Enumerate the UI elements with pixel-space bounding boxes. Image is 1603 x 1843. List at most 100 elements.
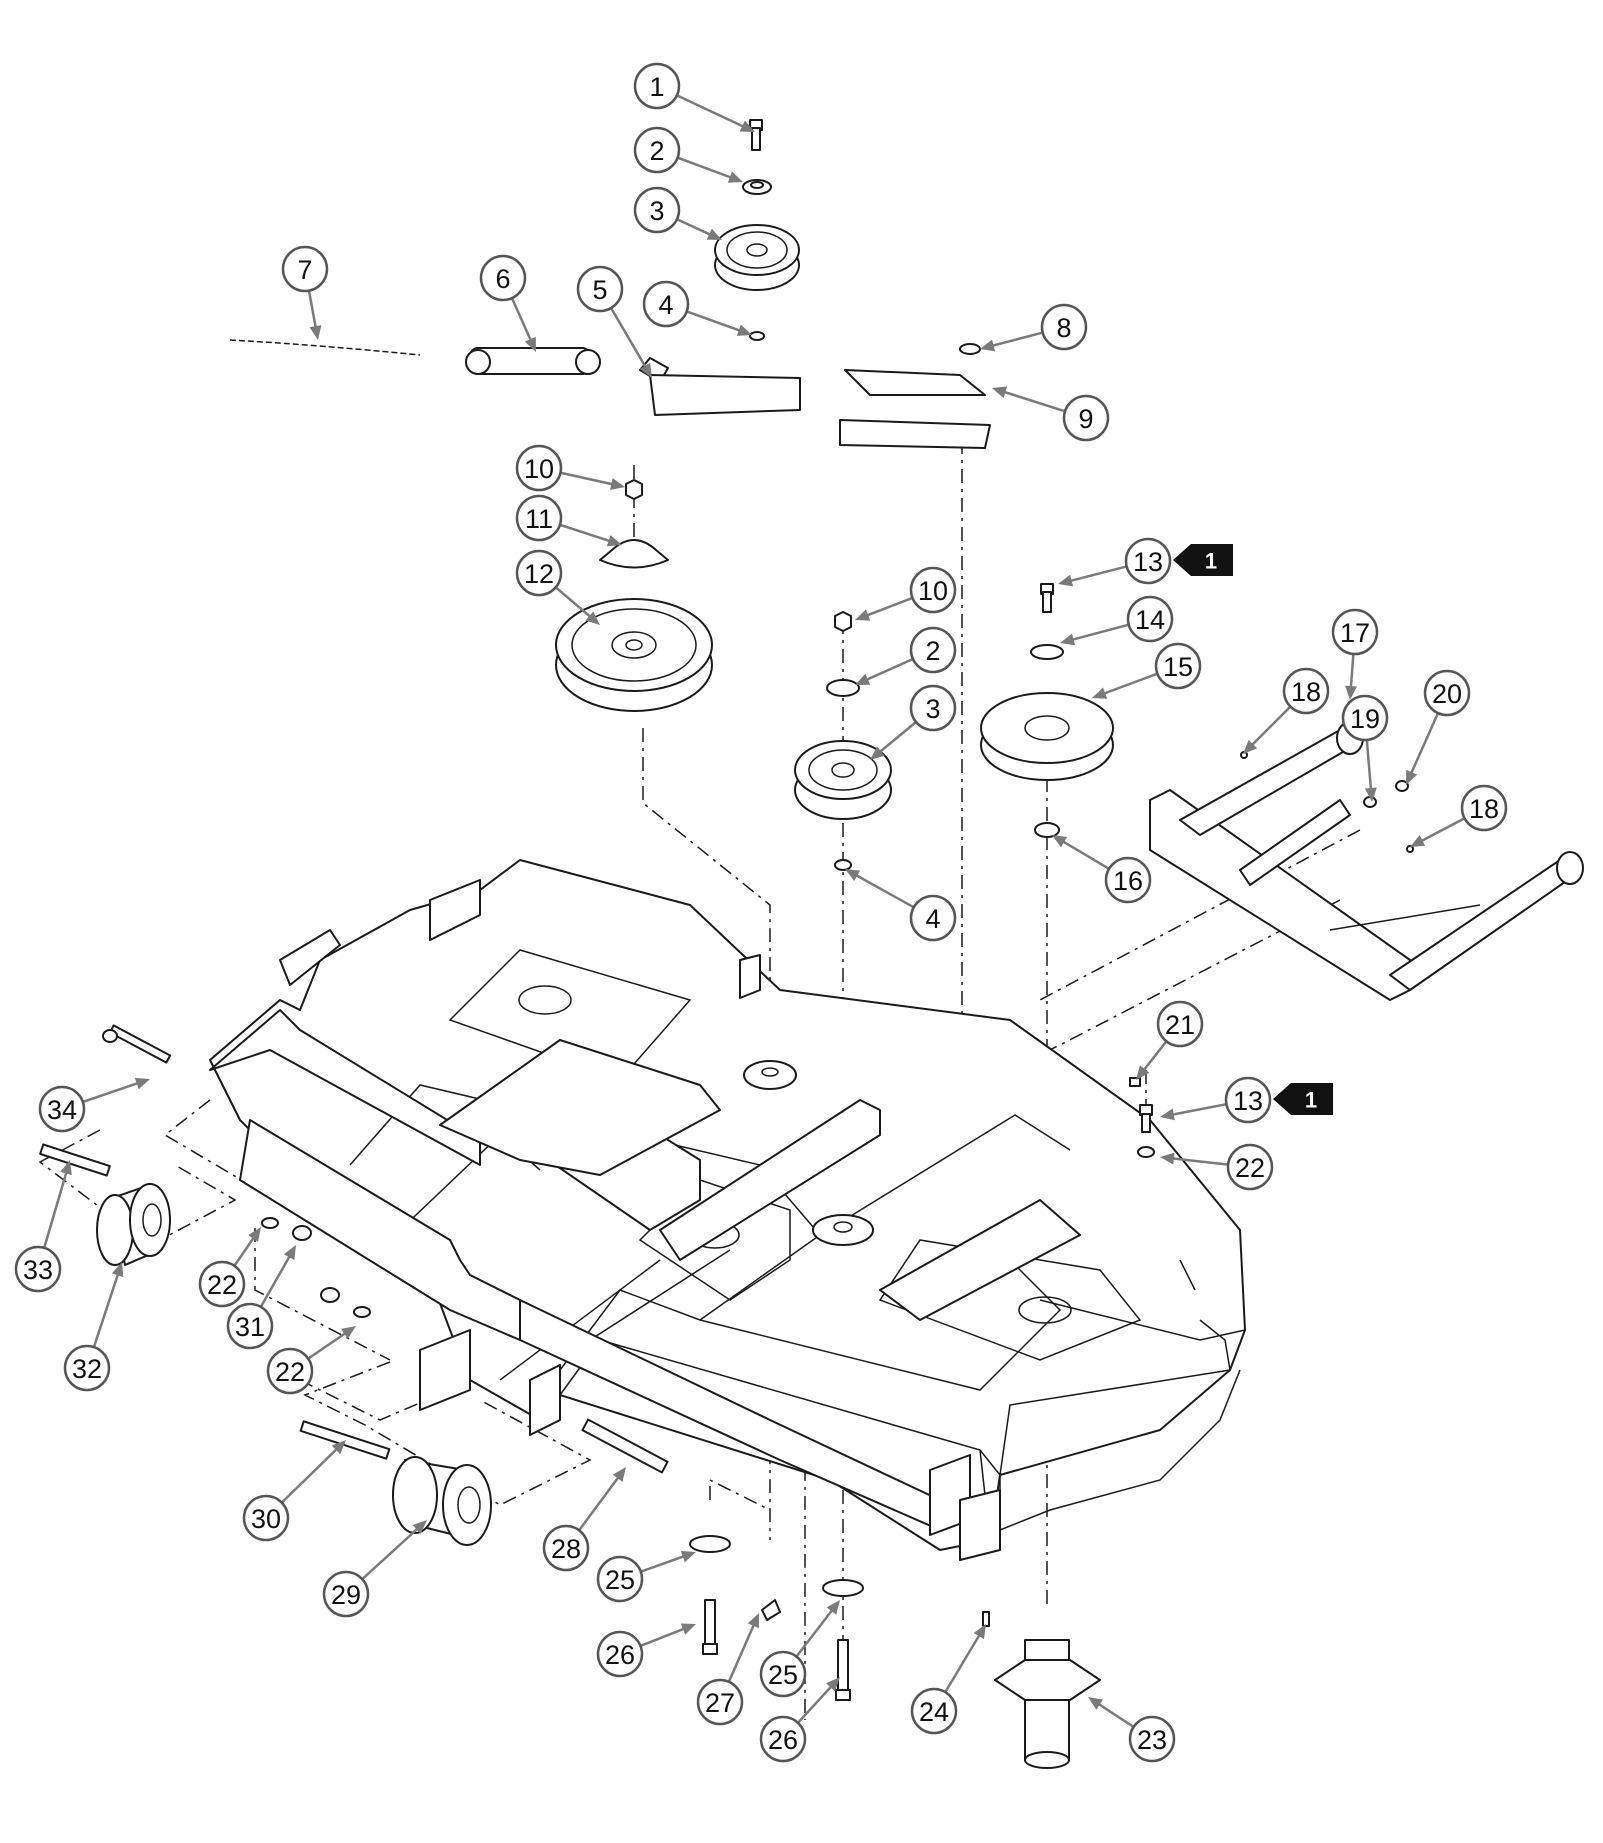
callout-leader [259, 1253, 293, 1308]
callout-leader [686, 310, 744, 333]
callout-circle [281, 245, 329, 293]
callout-number: 22 [207, 1270, 237, 1300]
callout-arrowhead [1092, 687, 1108, 699]
callout-circle [642, 280, 690, 328]
callout-leader [796, 1683, 835, 1724]
callout-circle [909, 566, 957, 614]
callout-13: 13 [1058, 537, 1172, 587]
callout-16: 16 [1052, 835, 1152, 904]
callout-circle [759, 1650, 807, 1698]
callout-11: 11 [515, 494, 622, 547]
callout-leader [554, 586, 594, 620]
callout-arrowhead [111, 1262, 124, 1278]
callout-arrowhead [727, 171, 743, 183]
callout-leader [727, 1621, 757, 1683]
callout-leader [510, 297, 534, 344]
callout-arrowhead [1364, 787, 1377, 802]
callout-2: 2 [633, 126, 743, 183]
callout-26: 26 [759, 1677, 840, 1763]
callout-number: 3 [925, 694, 940, 724]
callout-leader [677, 156, 735, 180]
callout-leader [578, 1474, 622, 1532]
callout-30: 30 [242, 1440, 346, 1542]
callout-circle [1460, 784, 1508, 832]
callout-number: 13 [1233, 1086, 1263, 1116]
callout-2: 2 [855, 626, 957, 685]
callout-number: 11 [525, 504, 553, 534]
callout-number: 22 [275, 1357, 305, 1387]
callout-arrowhead [612, 1467, 626, 1482]
callout-leader [1408, 712, 1440, 777]
callout-10: 10 [855, 566, 957, 621]
note-flag-number: 1 [1205, 549, 1217, 574]
callout-leader [280, 1446, 340, 1504]
callout-circle [515, 494, 563, 542]
callout-arrowhead [606, 534, 622, 547]
callout-9: 9 [992, 386, 1110, 442]
callout-leader [944, 1631, 982, 1693]
callout-number: 22 [1235, 1153, 1265, 1183]
callout-arrowhead [747, 1613, 759, 1629]
callout-number: 34 [47, 1095, 77, 1125]
callout-arrowhead [1345, 685, 1358, 700]
callout-leader [307, 1330, 349, 1360]
callout-number: 29 [331, 1580, 361, 1610]
callout-circle [198, 1260, 246, 1308]
callout-22: 22 [198, 1227, 261, 1308]
callout-5: 5 [576, 265, 652, 378]
callout-arrowhead [1160, 1152, 1175, 1165]
callout-leader [1100, 672, 1158, 696]
front-roller-left [39, 1143, 171, 1266]
callout-leader [361, 1525, 421, 1581]
callout-number: 17 [1340, 618, 1370, 648]
callout-21: 21 [1136, 1000, 1204, 1080]
roller-hardware [102, 1024, 371, 1318]
callout-arrowhead [826, 1677, 840, 1692]
callout-number: 19 [1350, 704, 1380, 734]
callout-circle [633, 126, 681, 174]
callout-circle [1224, 1076, 1272, 1124]
callout-32: 32 [63, 1262, 124, 1392]
callout-leader [559, 523, 613, 544]
callout-15: 15 [1092, 642, 1202, 699]
callout-arrowhead [826, 1600, 840, 1615]
callout-number: 12 [524, 559, 554, 589]
callout-8: 8 [980, 303, 1088, 352]
callout-number: 1 [649, 72, 664, 102]
callout-circle [63, 1344, 111, 1392]
callout-arrowhead [1406, 769, 1418, 785]
deck-hanger-frame [1149, 721, 1584, 1001]
callout-arrowhead [1136, 1065, 1150, 1080]
callout-29: 29 [322, 1520, 427, 1618]
callout-number: 27 [705, 1688, 735, 1718]
note-flag: 1 [1273, 1083, 1333, 1115]
callout-circle [1128, 1715, 1176, 1763]
callout-circle [1226, 1143, 1274, 1191]
callout-number: 15 [1163, 652, 1193, 682]
callout-circle [1282, 667, 1330, 715]
callout-arrowhead [855, 609, 871, 621]
callout-leader [1001, 389, 1066, 413]
callout-leader [795, 1607, 835, 1658]
callout-circle [242, 1494, 290, 1542]
callout-10: 10 [515, 444, 625, 492]
drive-pulley-stack [980, 583, 1114, 838]
callout-arrowhead [309, 325, 322, 340]
callout-circle [910, 1687, 958, 1735]
callout-leader [233, 1234, 257, 1267]
callout-leader [989, 331, 1044, 348]
callout-circle [1423, 669, 1471, 717]
callout-number: 9 [1078, 404, 1093, 434]
callout-circle [1062, 394, 1110, 442]
callout-number: 26 [768, 1725, 798, 1755]
callout-circle [1040, 303, 1088, 351]
callout-leader [876, 721, 917, 755]
callout-number: 25 [605, 1565, 635, 1595]
callout-circle [1156, 1000, 1204, 1048]
callout-arrowhead [739, 120, 755, 132]
callout-arrowhead [412, 1520, 427, 1534]
callout-number: 7 [297, 255, 312, 285]
callout-23: 23 [1088, 1697, 1176, 1763]
callout-number: 26 [605, 1640, 635, 1670]
idler-stack-center [794, 611, 892, 871]
